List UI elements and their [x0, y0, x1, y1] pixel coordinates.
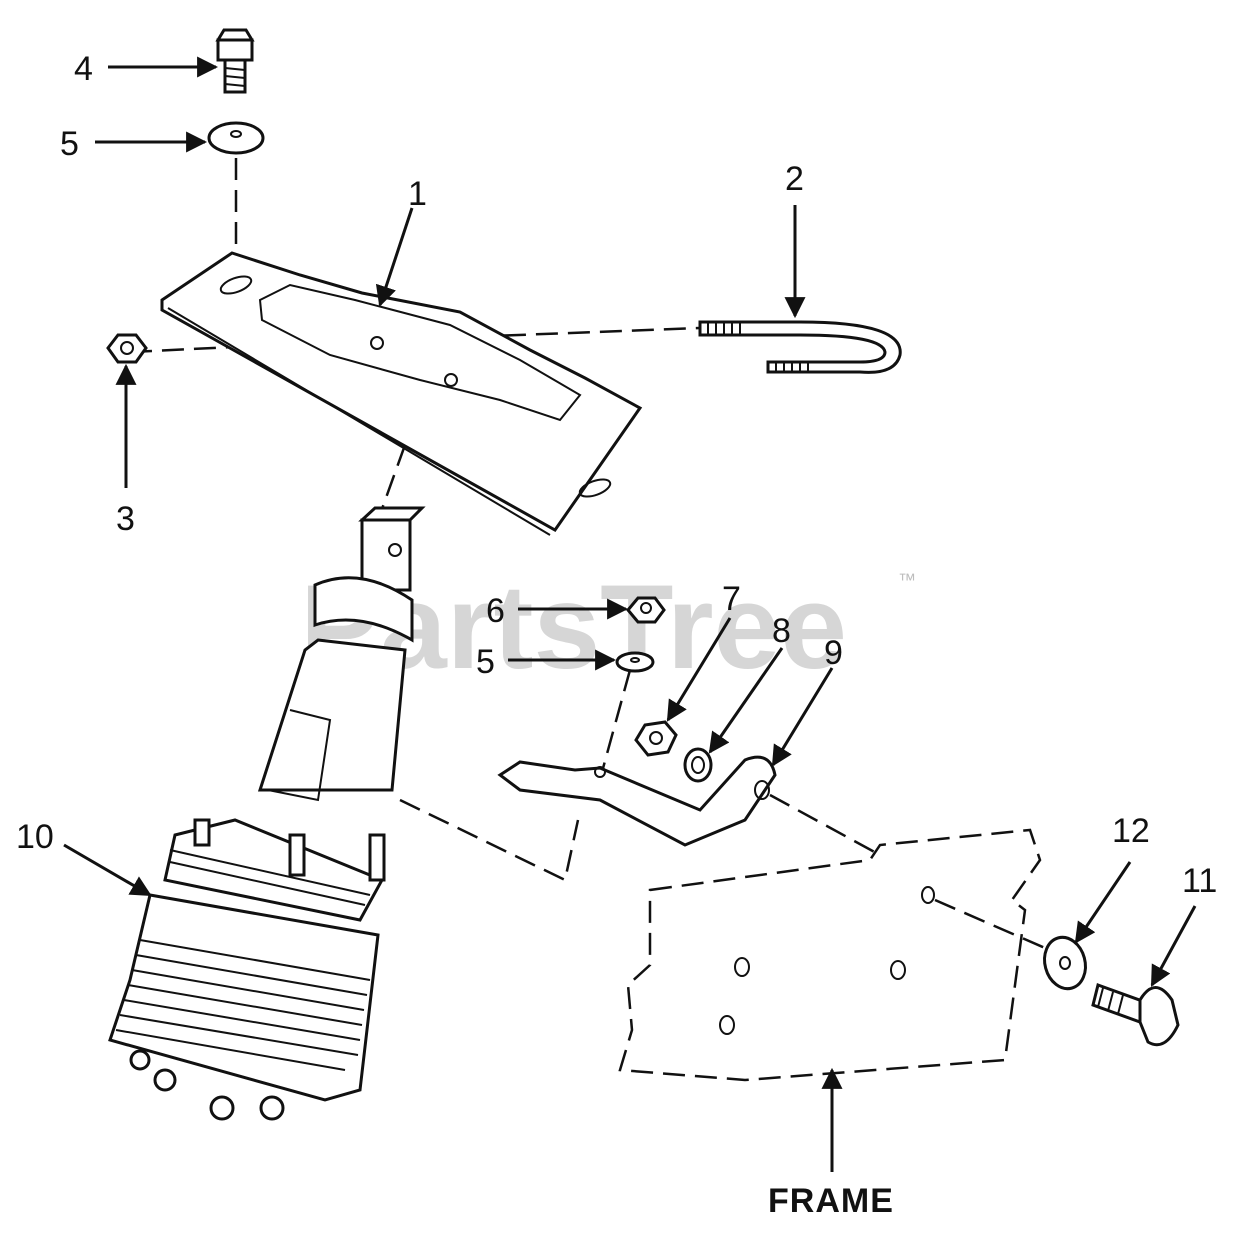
callout-11: 11 [1182, 862, 1217, 900]
callout-5b: 5 [476, 643, 495, 681]
bracket [497, 755, 777, 847]
washer-top [207, 121, 265, 155]
leader-1 [375, 207, 414, 307]
callout-labels: 4 5 1 2 3 6 5 7 8 9 10 12 11 FRAME [16, 50, 1217, 1220]
fastener-axis-line [934, 898, 1046, 950]
mount-axis-line [399, 798, 580, 882]
mounting-plate [160, 251, 643, 536]
frame-label: FRAME [768, 1182, 894, 1220]
u-bolt [698, 320, 902, 374]
leader-12 [1074, 861, 1132, 944]
watermark-trademark: ™ [898, 570, 916, 590]
nut-left [106, 333, 148, 364]
callout-4: 4 [74, 50, 93, 88]
washer-small [615, 651, 655, 673]
callout-2: 2 [785, 160, 804, 198]
bolt-top [215, 28, 255, 94]
bolt-right [1091, 983, 1180, 1047]
leader-arrows [63, 56, 1197, 1172]
lock-washer [683, 747, 713, 783]
callout-7: 7 [722, 580, 741, 618]
frame-axis-line [769, 793, 881, 857]
callout-1: 1 [408, 175, 427, 213]
leader-11 [1150, 905, 1197, 987]
bracket-axis-line [600, 669, 632, 773]
leader-7 [666, 617, 732, 722]
callout-8: 8 [772, 612, 791, 650]
leader-10 [63, 843, 152, 897]
washer-right [1043, 935, 1087, 991]
steering-control-unit [108, 506, 426, 1121]
callout-12: 12 [1112, 812, 1150, 850]
callout-9: 9 [824, 634, 843, 672]
leader-8 [708, 647, 784, 754]
callout-3: 3 [116, 500, 135, 538]
nut-small [626, 596, 666, 624]
leader-9 [771, 667, 834, 767]
callout-5a: 5 [60, 125, 79, 163]
nut-mid [634, 720, 678, 757]
callout-10: 10 [16, 818, 54, 856]
frame-outline [618, 828, 1042, 1082]
callout-6: 6 [486, 592, 505, 630]
